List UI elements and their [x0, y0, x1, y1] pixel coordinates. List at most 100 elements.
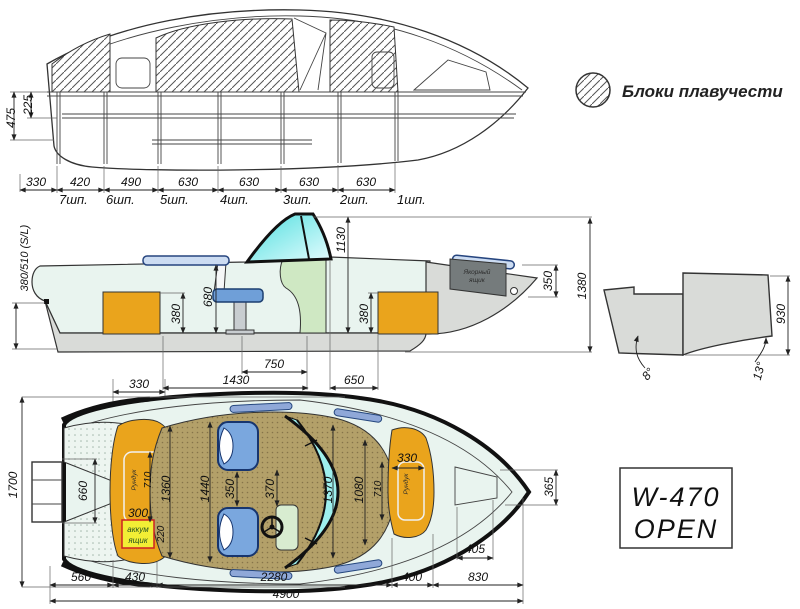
dim-label: 650: [344, 373, 364, 387]
angle-label: 13°: [750, 360, 768, 381]
seat-cushion: [212, 288, 264, 303]
dim-label: 330: [397, 451, 417, 465]
dim-label: 370: [263, 479, 277, 499]
seat-base: [225, 329, 255, 335]
dim-label: 4900: [273, 587, 300, 601]
dim-label: 350: [223, 479, 237, 499]
seat-port: [217, 421, 259, 471]
plan-dimensions: 1700 660 710 300 220 1360 1440 350 370 1…: [6, 396, 559, 604]
transom-dimensions: 930 8° 13°: [633, 275, 791, 383]
dim-label: 380/510 (S/L): [19, 224, 31, 291]
model-name: W-470: [631, 482, 720, 512]
frame-label: 2шп.: [339, 192, 369, 207]
locker-fwd: [377, 291, 439, 335]
steering-wheel: [260, 515, 284, 539]
dim-label: 1430: [223, 373, 250, 387]
battery-label: ящик: [127, 536, 149, 545]
dim-label: 330: [129, 377, 149, 391]
locker-label: Рундук: [130, 469, 138, 491]
dim-label: 630: [178, 175, 198, 189]
dim-label: 220: [156, 525, 167, 543]
hull-outline: [46, 9, 529, 171]
side-view: Якорный ящик 380/510 (S/L) 1130 680 380 …: [12, 212, 593, 424]
dim-label: 710: [143, 471, 154, 488]
plan-view: аккум ящик Рундук Рундук 17: [6, 390, 559, 604]
dim-label: 830: [468, 570, 488, 584]
dim-label: 710: [373, 480, 384, 497]
dim-label: 2280: [260, 570, 288, 584]
windshield: [243, 212, 333, 264]
locker-fwd-lid: [397, 461, 425, 521]
rail-top-aft: [229, 402, 293, 413]
structural-view: 475 225 330 420 490 630 630 630 630 7шп.…: [4, 9, 529, 207]
dim-label: 1130: [334, 227, 348, 253]
dim-label: 400: [402, 570, 422, 584]
dim-label: 1440: [198, 475, 212, 502]
dim-label: 380: [169, 304, 183, 324]
dim-label: 560: [71, 570, 91, 584]
motor-well: [31, 461, 63, 523]
locker-aft: [102, 291, 161, 335]
flotation-block-fwd: [329, 19, 399, 93]
seat-pedestal: [233, 301, 247, 333]
transom-view: 930 8° 13°: [603, 272, 791, 383]
plan-locker-fwd: [387, 427, 435, 538]
side-dimensions: 380/510 (S/L) 1130 680 380 380 350 1380 …: [12, 216, 593, 424]
dim-label: 660: [76, 481, 90, 501]
rail-bottom-aft: [229, 569, 293, 580]
frame-label: 1шп.: [397, 192, 426, 207]
dim-label: 630: [299, 175, 319, 189]
frame-label: 6шп.: [106, 192, 135, 207]
structural-dimensions: 475 225 330 420 490 630 630 630 630 7шп.…: [4, 91, 426, 207]
dim-label: 1360: [159, 475, 173, 502]
flotation-block-aft: [51, 33, 111, 93]
frame-label: 7шп.: [59, 192, 88, 207]
dim-label: 630: [356, 175, 376, 189]
battery-label: аккум: [127, 525, 149, 534]
dim-label: 490: [121, 175, 141, 189]
anchor-box-label: ящик: [468, 277, 486, 284]
dim-label: 365: [542, 477, 556, 497]
bow-eye: [510, 287, 518, 295]
dim-label: 330: [26, 175, 46, 189]
rail-top-fwd: [333, 408, 383, 423]
bow-hatch: [454, 466, 498, 506]
dim-label: 225: [21, 95, 35, 116]
structure-details: [47, 17, 526, 164]
dim-label: 350: [541, 271, 555, 291]
legend: Блоки плавучести: [575, 72, 783, 108]
dim-label: 475: [4, 108, 18, 128]
model-box: W-470 OPEN: [619, 467, 733, 549]
anchor-box: [449, 258, 507, 297]
dim-label: 380: [357, 304, 371, 324]
dim-label: 405: [465, 542, 485, 556]
frame-label: 3шп.: [283, 192, 312, 207]
rail-bottom-fwd: [333, 559, 383, 574]
legend-label: Блоки плавучести: [622, 82, 783, 101]
flotation-block-mid: [155, 18, 300, 93]
dim-label: 630: [239, 175, 259, 189]
transom-port: [603, 286, 684, 356]
frame-label: 4шп.: [220, 192, 249, 207]
seat-starboard: [217, 507, 259, 557]
transom-starboard: [682, 272, 773, 357]
hatch-swatch-icon: [575, 72, 611, 108]
anchor-box-label: Якорный: [463, 268, 491, 276]
angle-label: 8°: [639, 365, 657, 383]
dim-label: 1380: [575, 272, 589, 299]
battery-box: [121, 519, 155, 549]
plan-console: [275, 504, 299, 551]
dim-label: 750: [264, 357, 284, 371]
console: [279, 255, 327, 334]
dim-label: 1370: [321, 476, 335, 503]
grab-rail-aft: [142, 255, 230, 266]
dim-label: 420: [70, 175, 90, 189]
dim-label: 930: [774, 304, 788, 324]
frame-label: 5шп.: [160, 192, 189, 207]
dim-label: 300: [128, 506, 148, 520]
model-variant: OPEN: [634, 514, 719, 544]
dim-label: 680: [201, 287, 215, 307]
transom-fitting: [44, 299, 49, 304]
